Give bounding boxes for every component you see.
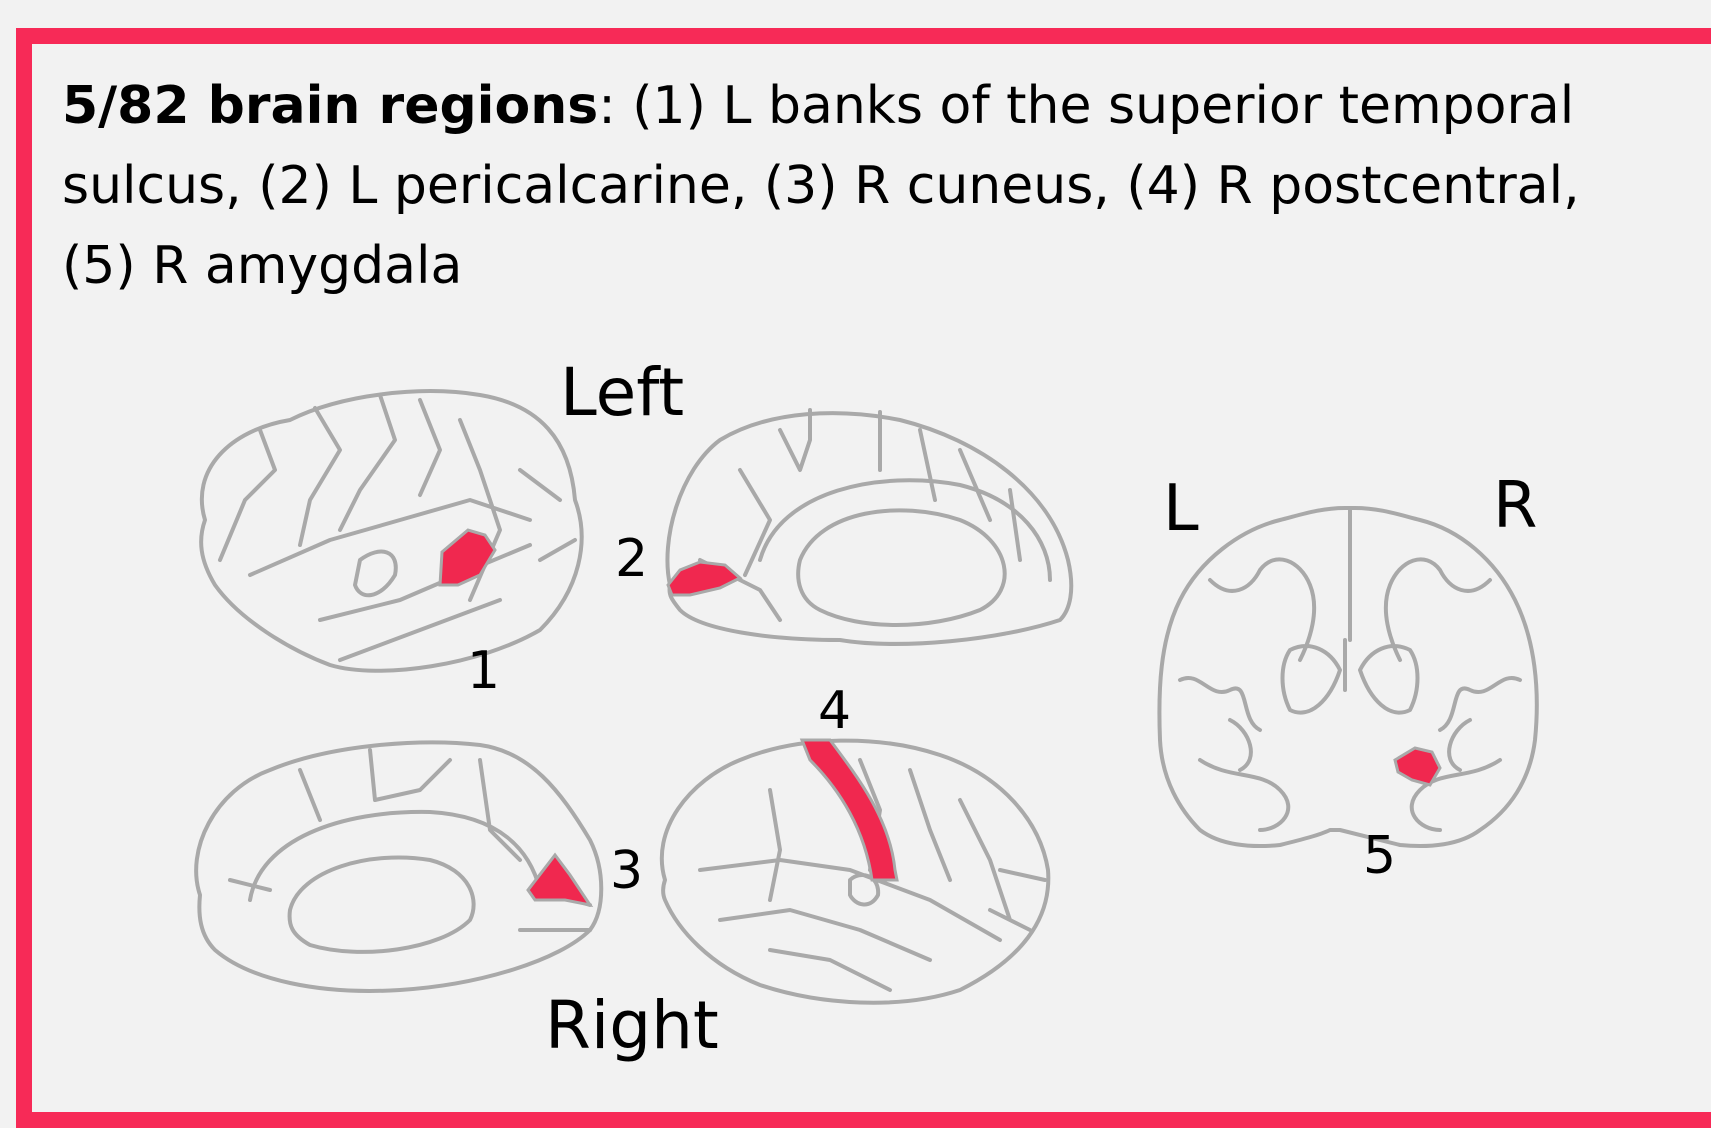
left-lateral-brain: 1 xyxy=(201,391,581,701)
coronal-right-label: R xyxy=(1493,469,1537,543)
region-3-label: 3 xyxy=(610,841,643,901)
right-lateral-brain: 4 xyxy=(662,681,1049,1003)
region-1-banks-sts xyxy=(440,530,495,585)
region-4-postcentral xyxy=(802,740,897,880)
region-2-label: 2 xyxy=(615,529,648,589)
left-medial-brain: 2 xyxy=(615,410,1071,644)
right-medial-sulci xyxy=(230,750,590,952)
region-3-cuneus xyxy=(528,855,590,905)
coronal-interhemispheric-fissure xyxy=(1345,510,1350,690)
region-2-pericalcarine xyxy=(668,562,740,595)
region-5-label: 5 xyxy=(1363,826,1396,886)
coronal-left-label: L xyxy=(1163,472,1199,546)
left-lateral-sulci xyxy=(220,395,575,660)
region-4-label: 4 xyxy=(818,681,851,741)
left-hemisphere-label: Left xyxy=(560,354,684,431)
right-hemisphere-label: Right xyxy=(545,987,719,1064)
right-medial-brain: 3 xyxy=(196,742,643,991)
region-1-label: 1 xyxy=(467,641,500,701)
region-5-amygdala xyxy=(1395,748,1440,785)
coronal-brain-slice: 5 xyxy=(1159,508,1536,886)
left-medial-outline xyxy=(667,413,1071,644)
left-medial-sulci xyxy=(700,410,1050,625)
brain-figure: Left Right L R 1 2 3 4 5 xyxy=(0,0,1711,1082)
right-medial-outline xyxy=(196,742,601,991)
